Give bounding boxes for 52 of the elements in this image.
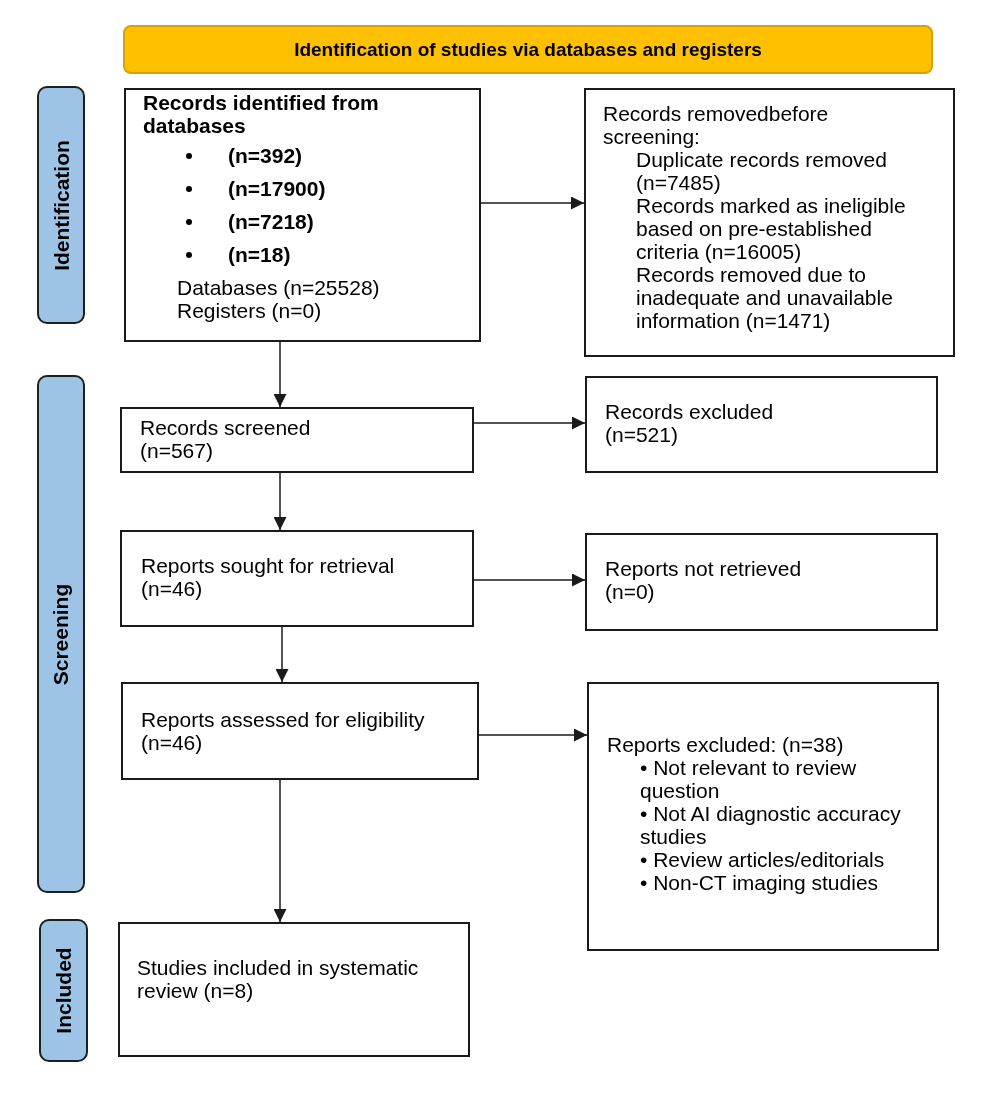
process-box: [118, 922, 470, 1057]
arrow: [478, 728, 588, 742]
box-text: Registers (n=0): [177, 299, 323, 322]
list-item: (n=17900): [228, 177, 326, 200]
arrow: [473, 416, 586, 430]
box-text: Records screened: [140, 416, 312, 439]
phase-band: [37, 86, 85, 324]
arrow: [273, 341, 287, 408]
list-item: (n=392): [228, 144, 303, 167]
process-box: [120, 407, 474, 473]
box-heading: Records identified from databases: [143, 91, 380, 137]
list-item: • Non-CT imaging studies: [640, 871, 880, 894]
list-item: • Not relevant to review question: [640, 756, 858, 802]
list-item: (n=18): [228, 243, 291, 266]
box-text: Reports excluded: (n=38): [607, 733, 845, 756]
box-text: (n=0): [605, 580, 656, 603]
process-box: [585, 533, 938, 631]
list-item: • Review articles/editorials: [640, 848, 886, 871]
process-box: [120, 530, 474, 627]
box-text: Records removedbefore screening:: [603, 102, 830, 148]
phase-label: Identification: [49, 139, 73, 271]
box-text: Duplicate records removed (n=7485): [636, 148, 888, 194]
arrow: [273, 779, 287, 923]
banner-title: Identification of studies via databases and registers: [294, 38, 762, 61]
box-text: Studies included in systematic review (n=8): [137, 956, 420, 1002]
process-box: [585, 376, 938, 473]
box-text: (n=567): [140, 439, 214, 462]
section-banner: [123, 25, 933, 74]
arrow: [480, 196, 585, 210]
box-text: Records removed due to inadequate and unavailable information (n=1471): [636, 263, 894, 332]
process-box: [124, 88, 481, 342]
process-box: [584, 88, 955, 357]
box-text: (n=46): [141, 731, 204, 754]
process-box: [587, 682, 939, 951]
box-text: Databases (n=25528): [177, 276, 381, 299]
phase-band: [37, 375, 85, 893]
list-item: • Not AI diagnostic accuracy studies: [640, 802, 902, 848]
box-text: Records excluded: [605, 400, 775, 423]
box-text: Records marked as ineligible based on pre-established criteria (n=16005): [636, 194, 907, 263]
box-text: Reports sought for retrieval: [141, 554, 396, 577]
arrow: [473, 573, 586, 587]
arrow: [273, 472, 287, 531]
list-item: (n=7218): [228, 210, 314, 233]
phase-label: Screening: [49, 583, 73, 685]
process-box: [121, 682, 479, 780]
box-text: (n=46): [141, 577, 204, 600]
box-text: Reports not retrieved: [605, 557, 803, 580]
box-text: (n=521): [605, 423, 679, 446]
phase-label: Included: [52, 947, 75, 1034]
arrow: [275, 626, 289, 683]
box-text: Reports assessed for eligibility: [141, 708, 426, 731]
phase-band: [39, 919, 88, 1062]
